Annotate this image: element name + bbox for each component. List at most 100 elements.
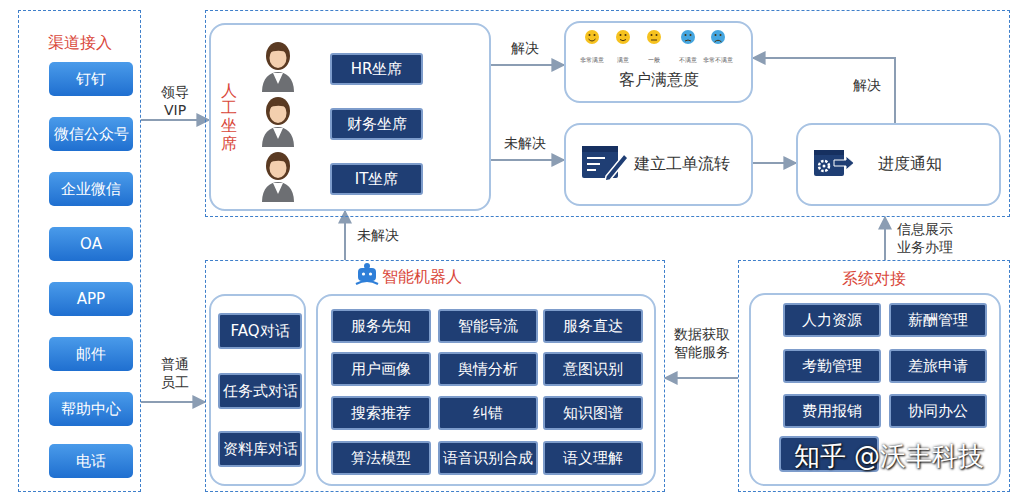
- node-text: 服务先知: [351, 317, 411, 336]
- node-text: 邮件: [76, 345, 106, 364]
- node-text: 财务坐席: [347, 115, 407, 134]
- label-wrap: 满意: [608, 47, 638, 66]
- node-text: HR坐席: [351, 60, 403, 79]
- node-text: 客户满意度: [619, 70, 699, 91]
- flow-arrow: [141, 401, 205, 403]
- edge-label: 普通 员工: [157, 356, 193, 391]
- edge-label-wrap: 数据获取 智能服务: [670, 326, 734, 361]
- emoji: [681, 30, 695, 44]
- edge-label-wrap: 解决: [850, 75, 884, 95]
- function-box: 资料库对话: [218, 431, 302, 467]
- region-heading: 系统对接: [842, 269, 906, 290]
- group-box: FAQ对话任务式对话资料库对话: [209, 294, 306, 486]
- node-text: 建立工单流转: [634, 154, 730, 175]
- node-text: 费用报销: [802, 402, 862, 421]
- channel-button: 电话: [49, 444, 133, 478]
- node-text: 企业微信: [61, 180, 121, 199]
- function-box: HR坐席: [330, 53, 423, 85]
- node-text: FAQ对话: [230, 322, 289, 341]
- function-box: 服务先知: [331, 309, 431, 343]
- emoji: [616, 30, 630, 44]
- region-heading: 智能机器人: [382, 267, 462, 288]
- agent-figure: [262, 152, 294, 202]
- function-box: 纠错: [438, 396, 538, 430]
- emoji: [711, 30, 725, 44]
- node-text: 搜索推荐: [351, 404, 411, 423]
- node-text: 意图识别: [563, 360, 623, 379]
- edge-label: 解决: [511, 40, 539, 58]
- flow-arrow: [491, 64, 564, 66]
- node-text: 薪酬管理: [908, 311, 968, 330]
- edge-label-wrap: 未解决: [501, 133, 549, 153]
- flow-arrow: [491, 159, 564, 161]
- edge-label: 未解决: [357, 227, 399, 245]
- edge-label: 未解决: [504, 135, 546, 153]
- node-text: 服务直达: [563, 317, 623, 336]
- channel-button: 钉钉: [49, 62, 133, 96]
- label-wrap: 不满意: [673, 47, 703, 66]
- function-box: 协同办公: [889, 394, 987, 428]
- label-wrap: 一般: [639, 47, 669, 66]
- rating-label: 满意: [617, 57, 629, 63]
- edge-label: 数据获取 智能服务: [670, 326, 734, 361]
- flow-arrow: [753, 58, 895, 123]
- function-box: 意图识别: [543, 352, 643, 386]
- function-box: 用户画像: [331, 352, 431, 386]
- function-box: 任务式对话: [218, 373, 302, 409]
- edge-label-wrap: 领导 VIP: [157, 84, 193, 119]
- group-box: 服务先知 智能导流 服务直达用户画像舆情分析 意图识别搜索推荐 纠错 知识图谱算法模型 语音…: [316, 294, 656, 486]
- rating-emojis: [585, 30, 725, 44]
- agent-figure: [262, 42, 294, 92]
- label-wrap: 知乎 @沃丰科技: [774, 440, 1004, 473]
- edge-label-wrap: 普通 员工: [157, 356, 193, 391]
- emoji: [585, 30, 599, 44]
- robot-icon: [356, 263, 378, 284]
- function-box: 考勤管理: [783, 349, 881, 383]
- function-box: 服务直达: [543, 309, 643, 343]
- function-box: 知识图谱: [543, 396, 643, 430]
- rating-label: 非常满意: [580, 57, 604, 63]
- node-text: 知识图谱: [563, 404, 623, 423]
- function-box: 人力资源: [783, 303, 881, 337]
- function-box: 智能导流: [438, 309, 538, 343]
- function-box: 财务坐席: [330, 108, 423, 140]
- node-text: 任务式对话: [223, 382, 298, 401]
- label-wrap: 非常不满意: [700, 47, 736, 66]
- channel-button: 微信公众号: [49, 117, 133, 151]
- node-text: 算法模型: [351, 449, 411, 468]
- function-box: 舆情分析: [438, 352, 538, 386]
- channel-button: 企业微信: [49, 172, 133, 206]
- ticket-icon: [582, 146, 628, 181]
- node-text: 语音识别合成: [443, 449, 533, 468]
- function-box: 费用报销: [783, 394, 881, 428]
- channel-button: 帮助中心: [49, 392, 133, 426]
- rating-label: 不满意: [679, 57, 697, 63]
- emoji: [647, 30, 661, 44]
- function-box: 语音识别合成: [438, 441, 538, 475]
- function-box: FAQ对话: [218, 313, 302, 349]
- flow-arrow: [884, 217, 886, 260]
- edge-label: 领导 VIP: [157, 84, 193, 119]
- group-box: 人工坐席HR坐席财务坐席IT坐席: [209, 23, 491, 211]
- emoji-eyes: [589, 34, 722, 36]
- node-text: 纠错: [473, 404, 503, 423]
- function-box: 搜索推荐: [331, 396, 431, 430]
- rating-label: 一般: [648, 57, 660, 63]
- function-box: 差旅申请: [889, 349, 987, 383]
- channel-button: APP: [49, 282, 133, 316]
- channel-button: 邮件: [49, 337, 133, 371]
- region-panel: 人工坐席HR坐席财务坐席IT坐席客户满意度建立工单流转进度通知: [205, 10, 1010, 217]
- node-text: 人力资源: [802, 311, 862, 330]
- region-heading: 渠道接入: [48, 33, 112, 54]
- node-text: APP: [77, 290, 105, 308]
- flow-arrow: [344, 211, 346, 260]
- function-box: 薪酬管理: [889, 303, 987, 337]
- edge-label-wrap: 未解决: [354, 225, 402, 245]
- flow-arrow: [753, 162, 796, 164]
- group-box: 进度通知: [796, 123, 1001, 206]
- agent-figure: [262, 97, 294, 147]
- channel-button: OA: [49, 227, 133, 261]
- function-box: 语义理解: [543, 441, 643, 475]
